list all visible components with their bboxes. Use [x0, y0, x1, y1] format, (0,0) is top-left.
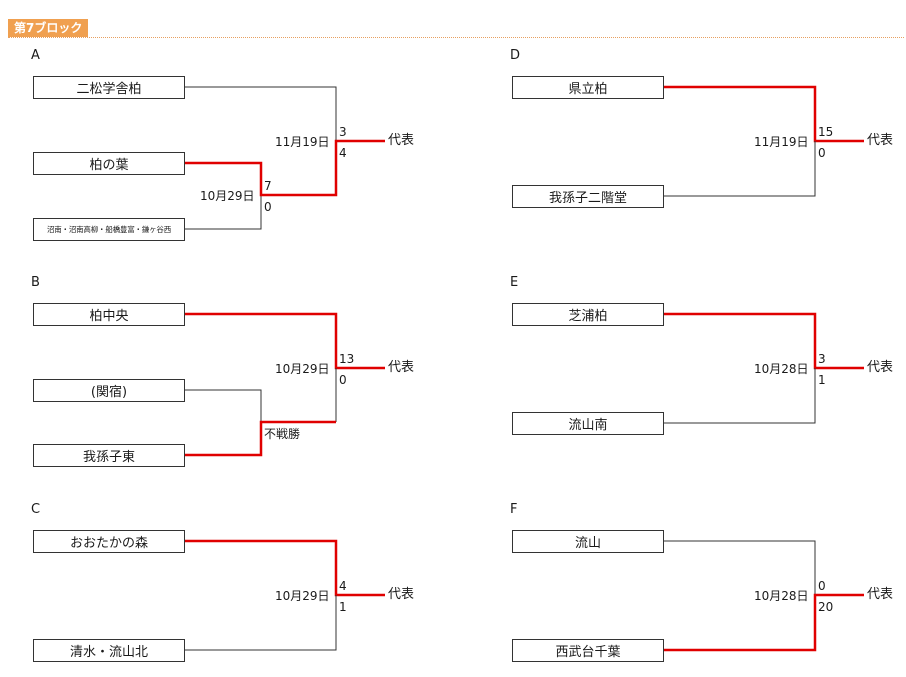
- bracket-line-d-bottom: [664, 141, 816, 197]
- bracket-win-b-abiko: [185, 420, 336, 457]
- score-bottom: 4: [339, 146, 347, 160]
- bracket-line-a-bottom-team: [185, 195, 262, 230]
- representative-label: 代表: [867, 133, 894, 148]
- team-box: 沼南・沼南高柳・船橋豊富・鎌ヶ谷西: [33, 218, 185, 241]
- team-box: 我孫子東: [33, 444, 185, 467]
- score-top: 3: [339, 125, 347, 139]
- bracket-win-b-top: [185, 312, 385, 370]
- match-date: 11月19日: [754, 135, 809, 149]
- bracket-win-a-path: [185, 139, 385, 197]
- score-bottom: 1: [339, 600, 347, 614]
- team-box: 我孫子二階堂: [512, 185, 664, 208]
- team-box: 二松学舎柏: [33, 76, 185, 99]
- team-box: 柏中央: [33, 303, 185, 326]
- bracket-line-b-kanshuku: [185, 389, 262, 422]
- score-bottom: 0: [339, 373, 347, 387]
- bracket-win-f-bottom: [664, 593, 864, 652]
- team-box: 流山: [512, 530, 664, 553]
- score-top: 0: [818, 579, 826, 593]
- score-top: 7: [264, 179, 272, 193]
- match-date: 10月29日: [200, 189, 255, 203]
- team-box: 柏の葉: [33, 152, 185, 175]
- bracket-line-f-top: [664, 540, 816, 595]
- score-bottom: 1: [818, 373, 826, 387]
- match-date: 10月29日: [275, 362, 330, 376]
- section-letter-d: D: [510, 48, 521, 63]
- walkover-note: 不戦勝: [264, 427, 301, 441]
- team-box: 西武台千葉: [512, 639, 664, 662]
- team-box: おおたかの森: [33, 530, 185, 553]
- score-top: 4: [339, 579, 347, 593]
- bracket-line-c-bottom: [185, 595, 337, 651]
- bracket-win-c-top: [185, 539, 385, 597]
- score-top: 3: [818, 352, 826, 366]
- bracket-win-d-top: [664, 85, 864, 143]
- representative-label: 代表: [867, 360, 894, 375]
- representative-label: 代表: [388, 360, 415, 375]
- section-letter-b: B: [31, 275, 40, 290]
- representative-label: 代表: [867, 587, 894, 602]
- team-box: 清水・流山北: [33, 639, 185, 662]
- team-box: (関宿): [33, 379, 185, 402]
- match-date: 10月28日: [754, 362, 809, 376]
- bracket-win-e-top: [664, 312, 864, 370]
- section-letter-e: E: [510, 275, 519, 290]
- team-box: 芝浦柏: [512, 303, 664, 326]
- block-header: 第7ブロック: [8, 19, 904, 38]
- score-bottom: 20: [818, 600, 834, 614]
- section-letter-a: A: [31, 48, 40, 63]
- representative-label: 代表: [388, 133, 415, 148]
- score-top: 15: [818, 125, 834, 139]
- team-box: 流山南: [512, 412, 664, 435]
- representative-label: 代表: [388, 587, 415, 602]
- score-bottom: 0: [264, 200, 272, 214]
- score-bottom: 0: [818, 146, 826, 160]
- bracket-line-e-bottom: [664, 368, 816, 424]
- team-box: 県立柏: [512, 76, 664, 99]
- score-top: 13: [339, 352, 355, 366]
- match-date: 10月29日: [275, 589, 330, 603]
- match-date: 10月28日: [754, 589, 809, 603]
- section-letter-f: F: [510, 502, 518, 517]
- section-letter-c: C: [31, 502, 41, 517]
- block-title: 第7ブロック: [8, 19, 89, 37]
- match-date: 11月19日: [275, 135, 330, 149]
- bracket-line-a-top: [185, 86, 337, 141]
